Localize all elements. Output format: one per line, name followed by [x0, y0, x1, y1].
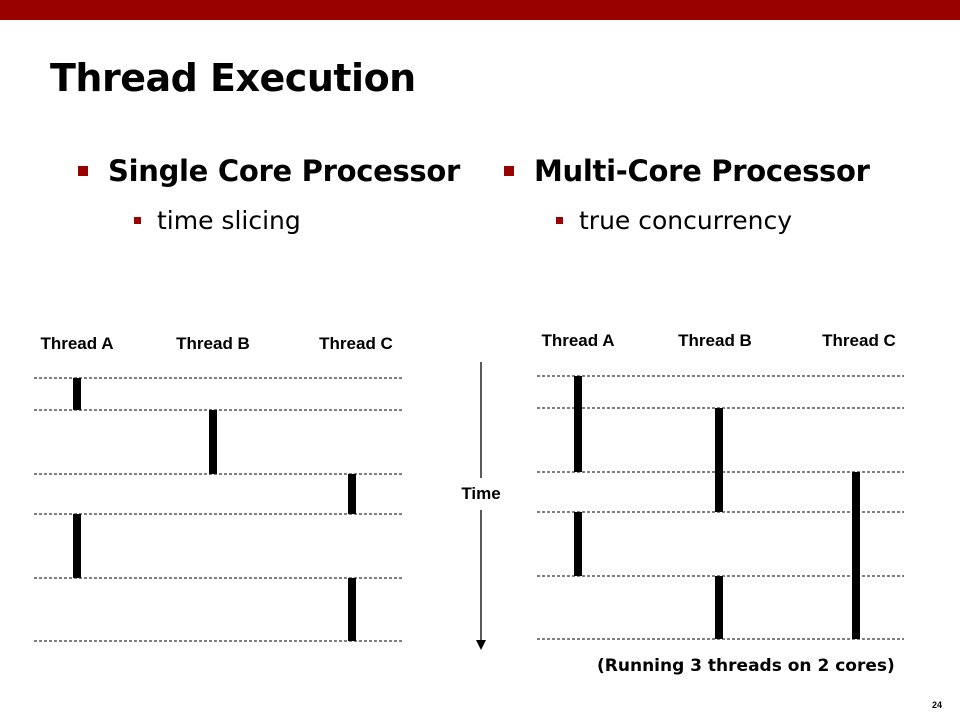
multi-core-caption: (Running 3 threads on 2 cores) [597, 656, 895, 676]
bullet-time-slicing: time slicing [134, 206, 301, 235]
time-slicing-text: time slicing [157, 206, 301, 235]
bullet-square-icon [504, 166, 514, 176]
single-core-thread-label-2: Thread C [319, 334, 393, 353]
time-axis-arrowhead [476, 640, 486, 650]
time-axis-label: Time [461, 484, 500, 503]
single-core-heading: Single Core Processor [108, 154, 460, 188]
top-accent-bar [0, 0, 960, 20]
bullet-true-concurrency: true concurrency [556, 206, 792, 235]
single-core-thread-label-1: Thread B [176, 334, 250, 353]
page-number: 24 [932, 700, 943, 710]
multi-core-heading: Multi-Core Processor [534, 154, 870, 188]
single-core-segment-0 [73, 378, 81, 410]
bullet-square-icon [78, 166, 88, 176]
true-concurrency-text: true concurrency [579, 206, 793, 235]
multi-core-thread-label-0: Thread A [541, 331, 614, 350]
bullet-square-icon [556, 217, 563, 224]
single-core-segment-4 [348, 578, 356, 641]
multi-core-segment-0 [574, 376, 582, 472]
bullet-square-icon [134, 217, 141, 224]
multi-core-segment-4 [715, 576, 723, 639]
bullet-multi-core: Multi-Core Processor [504, 154, 870, 188]
multi-core-segment-1 [715, 408, 723, 512]
single-core-segment-3 [73, 514, 81, 578]
bullet-single-core: Single Core Processor [78, 154, 460, 188]
multi-core-thread-label-2: Thread C [822, 331, 896, 350]
single-core-thread-label-0: Thread A [40, 334, 113, 353]
single-core-segment-1 [209, 410, 217, 474]
single-core-timeline: Thread A Thread B Thread C [34, 334, 402, 642]
multi-core-timeline: Thread A Thread B Thread C [537, 331, 904, 640]
multi-core-segment-2 [852, 472, 860, 639]
multi-core-segment-3 [574, 512, 582, 576]
multi-core-thread-label-1: Thread B [678, 331, 752, 350]
single-core-segment-2 [348, 474, 356, 514]
time-axis: Time [461, 362, 501, 650]
slide-title: Thread Execution [50, 56, 416, 100]
